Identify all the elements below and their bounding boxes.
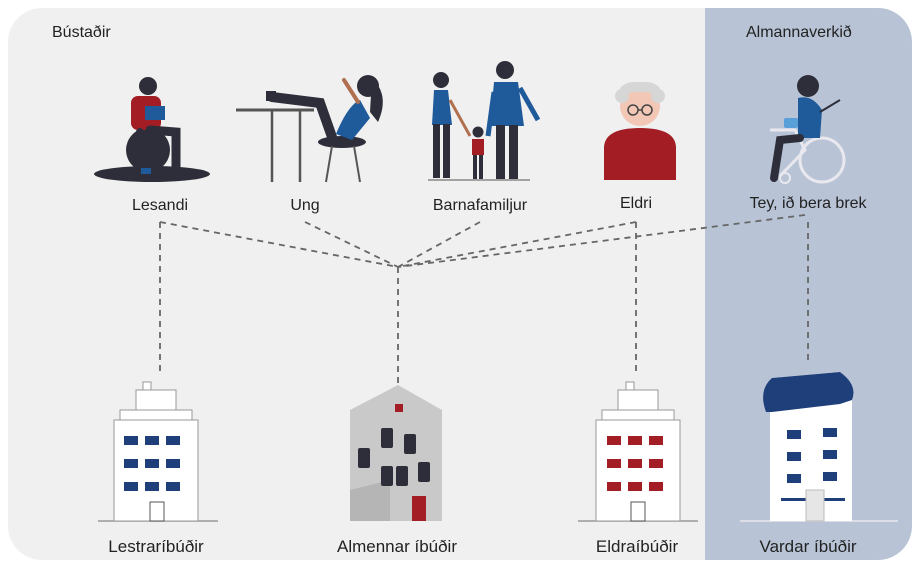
vardar-building-icon <box>740 372 898 522</box>
connector-eldri-hub <box>397 221 637 268</box>
connector-lines <box>159 214 809 385</box>
housing-label-almennar: Almennar íbúðir <box>336 537 458 556</box>
lestraribudir-building-icon <box>98 381 218 522</box>
group-label-tey: Tey, ið bera brek <box>749 195 867 212</box>
almennar-building-icon <box>350 385 442 521</box>
reader-person-icon <box>94 77 210 182</box>
almannaverkid-title: Almannaverkið <box>746 24 852 41</box>
housing-label-eldraibudir: Eldraíbúðir <box>595 537 679 556</box>
housing-label-lestraribudir: Lestraríbúðir <box>108 537 204 556</box>
bustadir-title: Bústaðir <box>52 24 111 41</box>
connector-tey-hub <box>397 214 806 268</box>
group-label-eldri: Eldri <box>619 195 653 212</box>
eldraibudir-building-icon <box>578 381 698 522</box>
connector-barnafamiljur-hub <box>397 221 481 268</box>
group-label-ung: Ung <box>290 197 320 214</box>
young-person-icon <box>236 75 383 183</box>
elderly-person-icon <box>604 81 676 180</box>
group-label-lesandi: Lesandi <box>131 197 189 214</box>
group-label-barnafamiljur: Barnafamiljur <box>432 197 528 214</box>
connector-lesandi-hub <box>159 221 399 268</box>
wheelchair-user-icon <box>770 75 846 184</box>
housing-label-vardar: Vardar íbúðir <box>759 537 857 556</box>
family-icon <box>428 61 541 181</box>
